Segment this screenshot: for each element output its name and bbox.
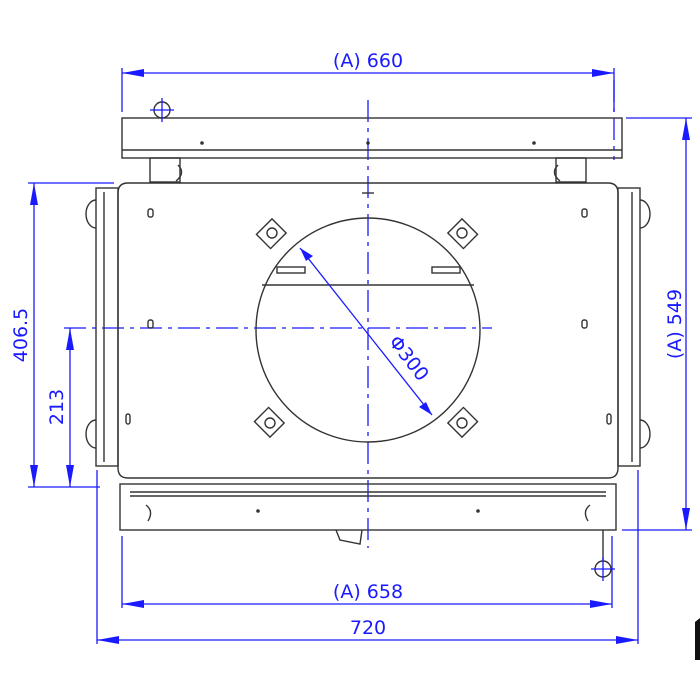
main-body [85, 182, 651, 479]
left-height-dimension: 406.5 [10, 182, 114, 488]
left-center-height-dimension: 213 [46, 328, 74, 487]
bottom-width-dimension: (A) 658 [121, 536, 613, 608]
right-height-label: (A) 549 [664, 289, 686, 359]
partial-frame-mark [695, 618, 700, 660]
diameter-label: Φ300 [384, 332, 433, 386]
lifting-eye-top [150, 98, 174, 122]
right-height-dimension: (A) 549 [622, 117, 692, 531]
top-width-label: (A) 660 [333, 50, 403, 72]
overall-width-dimension: 720 [96, 470, 639, 644]
left-center-height-label: 213 [46, 389, 68, 425]
bottom-rail [119, 483, 617, 581]
bottom-width-label: (A) 658 [333, 581, 403, 603]
diameter-dimension: Φ300 [299, 247, 433, 416]
corner-brackets [253, 217, 479, 439]
top-rail [121, 117, 623, 183]
overall-width-label: 720 [350, 617, 386, 639]
top-width-dimension: (A) 660 [121, 50, 615, 112]
circular-opening [255, 217, 481, 443]
left-height-label: 406.5 [10, 308, 32, 362]
